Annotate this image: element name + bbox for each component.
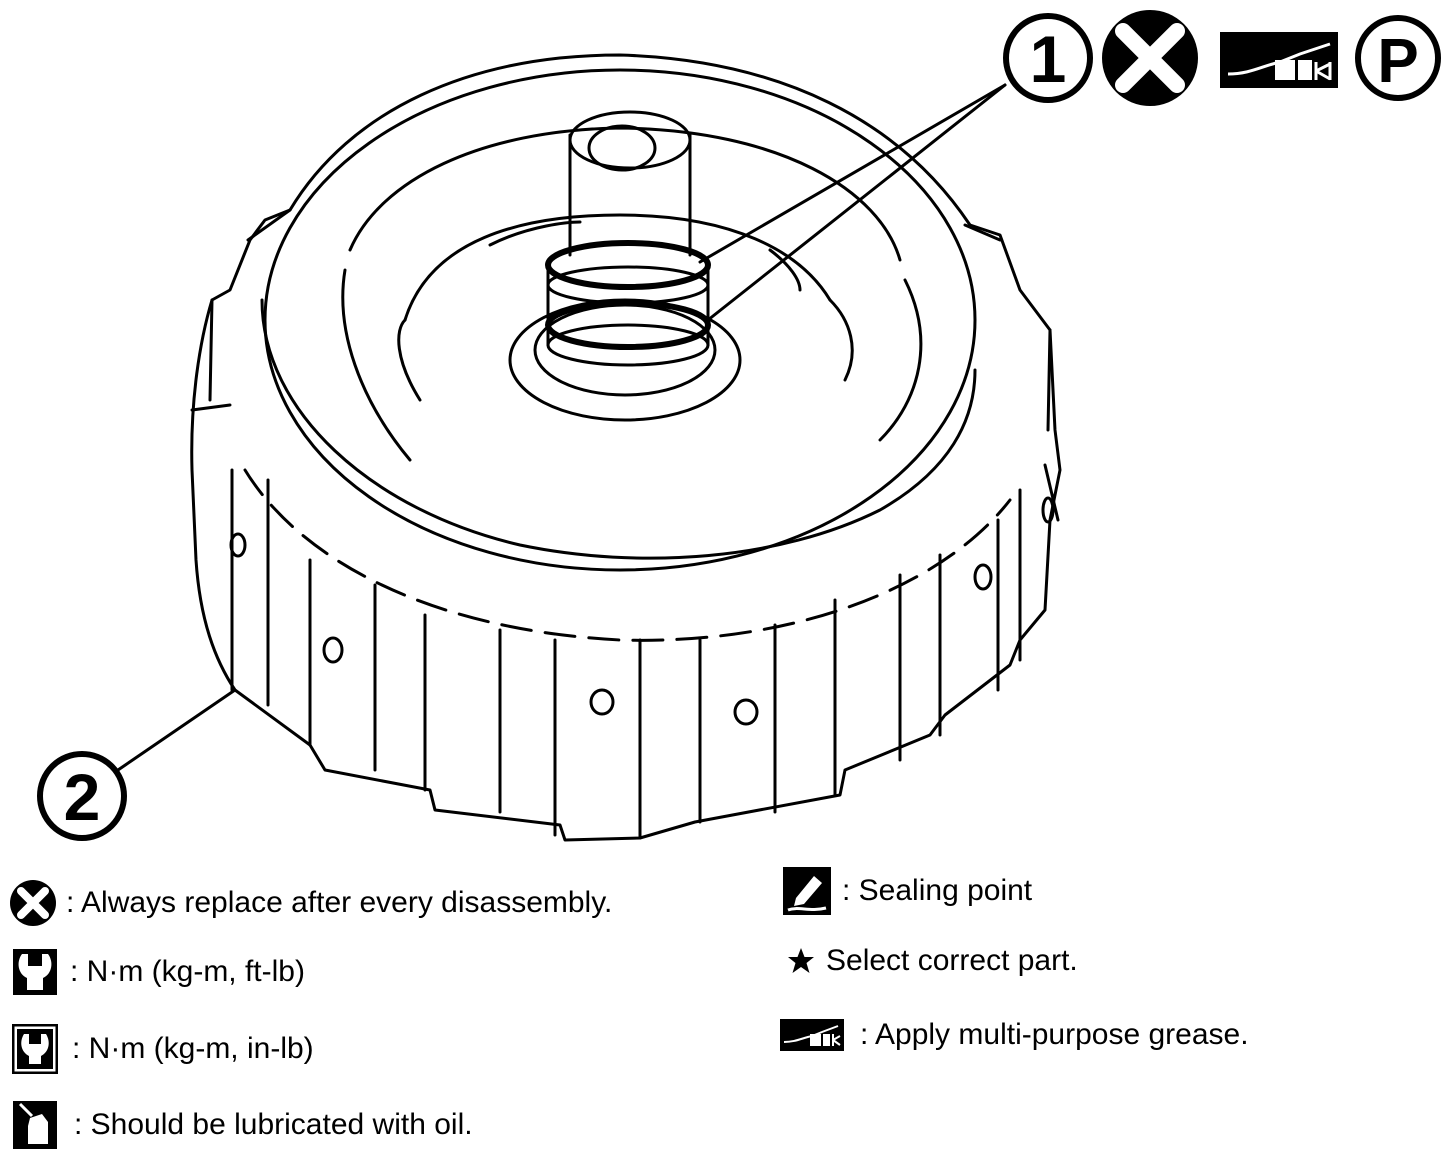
- legend-select: Select correct part.: [786, 944, 1078, 978]
- callout-1-label: 1: [1030, 22, 1067, 96]
- legend-replace-text: : Always replace after every disassembly…: [66, 886, 613, 919]
- legend-select-text: Select correct part.: [826, 944, 1078, 977]
- leader-line-1b: [706, 83, 1007, 322]
- callout-1: 1: [1003, 13, 1093, 103]
- legend-replace: : Always replace after every disassembly…: [8, 878, 612, 928]
- oil-can-icon: [13, 1101, 57, 1149]
- petroleum-jelly-icon: P: [1355, 15, 1441, 101]
- replace-x-icon: [1102, 10, 1198, 106]
- callout-2-label: 2: [64, 760, 101, 834]
- star-icon: [788, 948, 814, 973]
- legend-lubricate-text: : Should be lubricated with oil.: [74, 1108, 473, 1141]
- replace-x-icon: [10, 880, 56, 926]
- legend-grease: : Apply multi-purpose grease.: [780, 1018, 1249, 1052]
- legend-torque-inlb: : N·m (kg-m, in-lb): [12, 1024, 314, 1074]
- petroleum-jelly-label: P: [1377, 27, 1418, 96]
- legend-torque-inlb-text: : N·m (kg-m, in-lb): [72, 1032, 314, 1065]
- seal-ring-upper: [545, 240, 711, 290]
- top-disk-rim: [260, 298, 977, 560]
- legend-grease-text: : Apply multi-purpose grease.: [860, 1018, 1249, 1051]
- legend-lubricate: : Should be lubricated with oil.: [12, 1100, 473, 1150]
- leader-line-2: [116, 688, 237, 772]
- wrench-torque-icon: [13, 949, 57, 995]
- legend-sealing: : Sealing point: [782, 866, 1032, 916]
- grease-gun-icon: [1220, 32, 1338, 88]
- legend-torque-ftlb-text: : N·m (kg-m, ft-lb): [70, 955, 305, 988]
- top-disk-outer: [263, 68, 977, 572]
- callout-2: 2: [37, 751, 127, 841]
- wrench-torque-small-icon: [12, 1024, 58, 1074]
- piston-assembly-illustration: 1 P 2: [37, 10, 1441, 842]
- leader-line-1a: [698, 83, 1007, 264]
- drum-outline: [190, 53, 1062, 842]
- legend-torque-ftlb: : N·m (kg-m, ft-lb): [12, 948, 305, 996]
- grease-gun-icon: [780, 1019, 844, 1051]
- legend-sealing-text: : Sealing point: [842, 874, 1033, 907]
- shaft-top: [568, 110, 692, 170]
- sealing-pen-icon: [783, 867, 831, 915]
- shaft: [568, 133, 692, 257]
